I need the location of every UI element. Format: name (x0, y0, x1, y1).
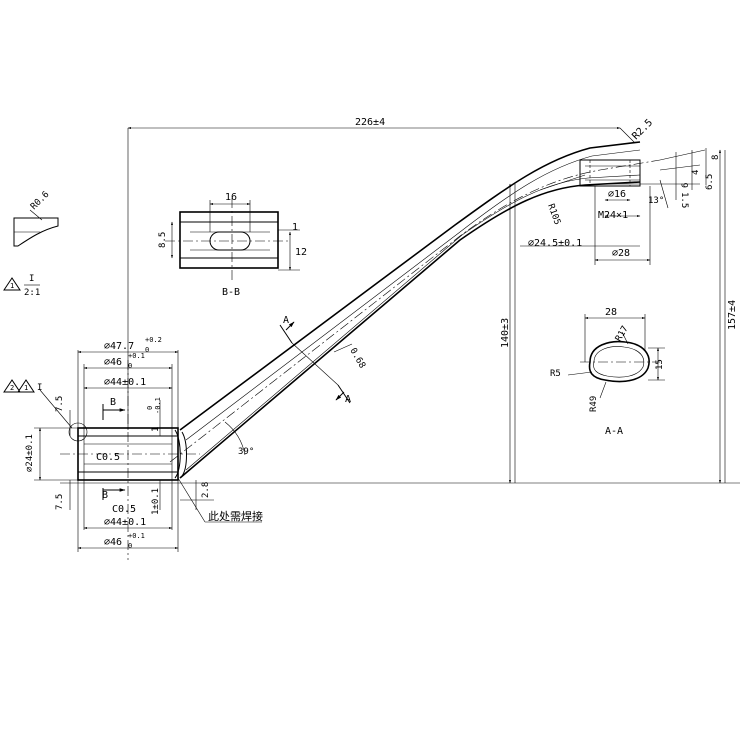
dim-7-5-lower: 7.5 (55, 494, 65, 510)
dim-6: 6 (681, 183, 691, 188)
flag-2: 2 (10, 384, 14, 392)
height-140: 140±3 (500, 318, 511, 348)
chamfer-c05-upper: C0.5 (96, 452, 120, 463)
cut-a-upper: A (283, 315, 289, 326)
bb-dim-8-5: 8.5 (158, 232, 168, 248)
dia-47-7: ∅47.7 (104, 341, 134, 352)
dim-length-226: 226±4 (355, 117, 385, 128)
bb-dim-1: 1 (292, 222, 298, 233)
dim-7-5-upper: 7.5 (55, 396, 65, 412)
angle-13: 13° (648, 196, 664, 206)
aa-r5: R5 (550, 369, 561, 379)
section-bb (165, 198, 300, 280)
angle-39: 39° (238, 447, 254, 457)
flag-2-triangle (3, 379, 21, 393)
tol-46-lower-top: +0.1 (128, 532, 145, 540)
dia-46-lower: ∅46 (104, 537, 122, 548)
height-157: 157±4 (727, 300, 738, 330)
tol-47-bot: 0 (145, 346, 149, 354)
weld-note: 此处需焊接 (208, 509, 263, 523)
chamfer-c05-lower: C0.5 (112, 504, 136, 515)
dia-28-top: ∅28 (612, 248, 630, 259)
cut-a-markers (224, 321, 353, 456)
dim-2-8: 2.8 (201, 482, 211, 498)
label-i-bottom: I (37, 383, 42, 393)
label-i-detail: I (29, 274, 34, 284)
label-r2-5: R2.5 (630, 117, 655, 142)
tol-1-upper-bot: -0.1 (154, 397, 162, 414)
flag-1-triangle (17, 379, 35, 393)
aa-r49: R49 (589, 396, 599, 412)
aa-dim-28: 28 (605, 307, 617, 318)
aa-r17: R17 (614, 324, 631, 343)
cut-b-upper: B (110, 397, 116, 408)
tube-body (169, 141, 661, 479)
label-r0-6: R0.6 (29, 190, 51, 212)
cut-b-lower: B (102, 490, 108, 501)
dim-1-5: 1.5 (679, 192, 689, 208)
tol-46-lower-bot: 0 (128, 542, 132, 550)
section-aa (567, 314, 665, 399)
tol-1-upper-top: 0 (146, 406, 154, 410)
dia-24-5: ∅24.5±0.1 (528, 238, 582, 249)
bb-title: B-B (222, 287, 240, 298)
detail-i (3, 209, 59, 291)
aa-dim-15: 15 (655, 359, 665, 370)
label-r105: R105 (545, 203, 562, 227)
dim-1-lower: 1±0.1 (151, 488, 161, 515)
dim-1-upper: 1 (151, 427, 161, 432)
flag-1-detail: 1 (10, 282, 14, 290)
dim-8: 8 (711, 155, 721, 160)
bottom-fitting (60, 350, 200, 560)
wall-0-68: 0.68 (347, 347, 367, 371)
tol-46-upper-bot: 0 (128, 362, 132, 370)
top-dimensions (127, 126, 722, 484)
bb-dim-16: 16 (225, 192, 237, 203)
scale-2-1: 2:1 (24, 288, 40, 298)
bb-dim-12: 12 (295, 247, 307, 258)
flag-1: 1 (24, 384, 28, 392)
tol-47-top: +0.2 (145, 336, 162, 344)
dia-46-upper: ∅46 (104, 357, 122, 368)
thread-m24: M24×1 (598, 210, 628, 221)
reference-lines (60, 128, 740, 484)
cut-a-lower: A (345, 394, 351, 405)
dim-6-5: 6.5 (705, 174, 715, 190)
dia-44-upper: ∅44±0.1 (104, 377, 146, 388)
dia-24: ∅24±0.1 (25, 434, 35, 472)
tol-46-upper-top: +0.1 (128, 352, 145, 360)
dia-16: ∅16 (608, 189, 626, 200)
aa-title: A-A (605, 426, 623, 437)
dia-44-lower: ∅44±0.1 (104, 517, 146, 528)
bottom-dimensions (34, 350, 262, 550)
dim-4: 4 (691, 170, 701, 175)
